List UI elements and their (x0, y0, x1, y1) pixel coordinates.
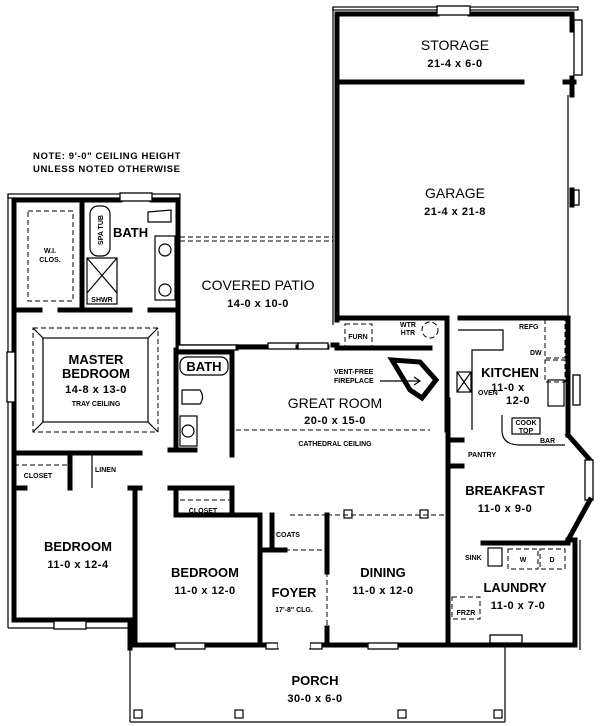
toilet (181, 389, 204, 405)
porch-column (493, 709, 503, 719)
dishwasher (544, 359, 566, 383)
bar-label: BAR (540, 438, 555, 445)
dining-window (367, 642, 399, 650)
freezer (451, 596, 481, 620)
closet-mid-label: CLOSET (189, 508, 218, 515)
master-bedroom-ceiling: TRAY CEILING (72, 401, 121, 408)
covered-patio-dims: 14-0 x 10-0 (227, 298, 289, 310)
kitchen-window (572, 374, 581, 406)
fireplace (387, 357, 440, 402)
bedroom-mid-window (174, 642, 206, 650)
kitchen-dims-2: 12-0 (506, 395, 530, 407)
covered-patio-label: COVERED PATIO (201, 277, 314, 293)
water-heater-label-1: WTR (400, 322, 416, 329)
dining-label: DINING (360, 565, 406, 580)
laundry-label: LAUNDRY (483, 580, 546, 595)
refrigerator-label: REFG (519, 324, 539, 331)
dryer-label: D (549, 557, 554, 564)
bedroom-mid-dims: 11-0 x 12-0 (174, 585, 235, 597)
master-side-window (6, 351, 16, 403)
laundry-dims: 11-0 x 7-0 (491, 600, 546, 612)
master-bedroom-label-1: MASTER (69, 352, 125, 367)
kitchen-label: KITCHEN (481, 365, 539, 380)
great-room-dims: 20-0 x 15-0 (304, 415, 366, 427)
linen-label: LINEN (95, 467, 116, 474)
bedroom-left-dims: 11-0 x 12-4 (47, 559, 109, 571)
shower-label: SHWR (91, 297, 112, 304)
laundry-window (489, 634, 523, 644)
cooktop (511, 417, 541, 435)
master-bedroom-dims: 14-8 x 13-0 (65, 384, 127, 396)
bedroom-left-label: BEDROOM (44, 539, 112, 554)
column (419, 509, 429, 519)
porch-column (397, 709, 407, 719)
wi-closet-label-2: CLOS. (39, 257, 60, 264)
closet-left-label: CLOSET (24, 473, 53, 480)
sink-label: SINK (465, 555, 482, 562)
kitchen-sink (547, 379, 565, 407)
patio-door (267, 342, 299, 350)
bedroom-mid-label: BEDROOM (171, 565, 239, 580)
sink (179, 415, 198, 447)
garage-structure (332, 5, 583, 325)
cooktop-label-1: COOK (516, 420, 537, 427)
water-heater (421, 321, 439, 339)
garage-dims: 21-4 x 21-8 (424, 206, 486, 218)
master-bath-label: BATH (113, 225, 148, 240)
storage-window (436, 5, 471, 16)
kitchen-dims-1: 11-0 x (491, 382, 525, 394)
shower (86, 257, 118, 305)
furnace-label: FURN (348, 334, 367, 341)
water-heater-label-2: HTR (401, 330, 415, 337)
tray-ceiling-outline (32, 327, 159, 433)
dishwasher-label: DW (530, 350, 542, 357)
walk-in-closet (27, 210, 74, 302)
pantry-label: PANTRY (468, 452, 496, 459)
washer (507, 548, 539, 570)
freezer-label: FRZR (457, 610, 476, 617)
bay-window (584, 459, 594, 501)
coats-label: COATS (276, 532, 300, 539)
spa-tub-label: SPA TUB (98, 215, 105, 245)
master-bath-window (119, 192, 153, 202)
laundry-sink (487, 547, 503, 567)
storage-dims: 21-4 x 6-0 (427, 58, 482, 70)
porch-label: PORCH (292, 673, 339, 688)
storage-side-window (573, 19, 583, 76)
house-walls (6, 192, 594, 723)
fireplace-label-1: VENT-FREE (334, 369, 374, 376)
porch-dims: 30-0 x 6-0 (287, 693, 342, 705)
column (343, 509, 353, 519)
spa-tub (89, 205, 111, 257)
porch-column (234, 709, 244, 719)
porch-column (133, 709, 143, 719)
master-bedroom-label-2: BEDROOM (62, 366, 130, 381)
washer-label: W (520, 557, 527, 564)
note-line-1: NOTE: 9'-0" CEILING HEIGHT (33, 151, 181, 162)
hall-bath-label: BATH (186, 359, 221, 374)
toilet (147, 209, 172, 223)
dryer (539, 548, 566, 570)
oven-label: OVEN (478, 390, 498, 397)
vanity (154, 235, 176, 301)
dining-dims: 11-0 x 12-0 (352, 585, 413, 597)
sink (158, 243, 172, 257)
great-room-ceiling: CATHEDRAL CEILING (298, 441, 372, 448)
bar-counter (501, 415, 565, 446)
great-room-label: GREAT ROOM (288, 395, 382, 411)
oven (456, 371, 472, 393)
note-line-2: UNLESS NOTED OTHERWISE (33, 164, 181, 175)
refrigerator (544, 319, 566, 359)
fireplace-label-2: FIREPLACE (334, 378, 374, 385)
wi-closet-label-1: W.I. (44, 248, 56, 255)
sink (158, 283, 172, 297)
cooktop-label-2: TOP (519, 428, 534, 435)
breakfast-label: BREAKFAST (465, 483, 545, 498)
bedroom-left-window (53, 620, 87, 630)
foyer-label: FOYER (272, 585, 317, 600)
foyer-ceiling: 17'-8" CLG. (275, 607, 313, 614)
breakfast-dims: 11-0 x 9-0 (478, 503, 533, 515)
garage-label: GARAGE (425, 185, 485, 201)
storage-label: STORAGE (421, 37, 489, 53)
